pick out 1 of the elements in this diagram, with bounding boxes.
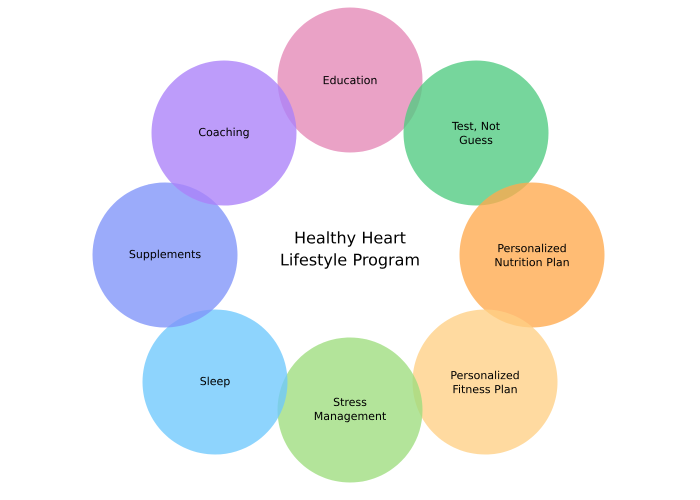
title: Healthy Heart Lifestyle Program	[282, 231, 419, 269]
